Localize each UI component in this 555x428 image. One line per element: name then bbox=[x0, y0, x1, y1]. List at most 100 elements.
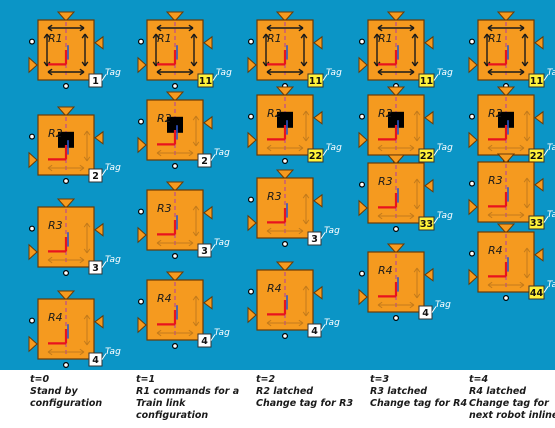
side-dot bbox=[248, 113, 255, 120]
right-arrow bbox=[81, 33, 89, 67]
robot-label: R1 bbox=[488, 32, 503, 45]
bottom-dot bbox=[172, 82, 179, 89]
latch-block bbox=[388, 111, 404, 128]
left-triangle bbox=[358, 131, 368, 149]
bottom-dot bbox=[62, 178, 69, 185]
right-triangle bbox=[424, 110, 434, 125]
top-triangle bbox=[275, 11, 295, 22]
bottom-dot bbox=[503, 295, 510, 302]
caption-line: next robot inline bbox=[469, 410, 555, 421]
left-triangle bbox=[137, 226, 147, 244]
caption-line: Stand by bbox=[30, 386, 78, 397]
tag-number: 22 bbox=[530, 151, 543, 162]
right-arrow bbox=[302, 110, 310, 142]
tag-leader bbox=[101, 261, 107, 268]
right-triangle bbox=[94, 35, 104, 50]
tag-leader bbox=[543, 216, 549, 223]
caption-line: Change tag for bbox=[469, 398, 549, 409]
bottom-dot bbox=[393, 226, 400, 233]
caption-line: Change tag for R3 bbox=[256, 398, 354, 409]
top-arrow bbox=[266, 24, 304, 32]
caption-line: configuration bbox=[30, 398, 103, 409]
bottom-arrow bbox=[47, 164, 85, 172]
tag-label: Tag bbox=[105, 255, 121, 265]
bottom-arrow bbox=[487, 211, 525, 219]
robot-label: R2 bbox=[157, 112, 172, 125]
left-triangle bbox=[468, 198, 478, 216]
left-triangle bbox=[247, 56, 257, 74]
top-triangle bbox=[275, 169, 295, 180]
tag-leader bbox=[320, 232, 326, 239]
tag-number: 11 bbox=[199, 76, 212, 87]
caption-line: R4 latched bbox=[469, 386, 527, 397]
right-arrow bbox=[413, 178, 421, 210]
top-triangle bbox=[56, 11, 76, 22]
robot-r4: R444Tag bbox=[468, 223, 555, 302]
tag-number: 2 bbox=[201, 156, 208, 167]
bottom-arrow bbox=[156, 68, 194, 76]
tag-label: Tag bbox=[324, 318, 340, 328]
tag-label: Tag bbox=[437, 143, 453, 153]
bottom-arrow bbox=[47, 256, 85, 264]
robot-label: R4 bbox=[267, 282, 282, 295]
tag-leader bbox=[101, 74, 107, 81]
tag-number: 33 bbox=[530, 218, 543, 229]
tag-label: Tag bbox=[105, 68, 121, 78]
right-triangle bbox=[203, 295, 213, 310]
tag-number: 3 bbox=[92, 263, 99, 274]
top-triangle bbox=[56, 198, 76, 209]
tag-label: Tag bbox=[547, 68, 555, 78]
side-dot bbox=[469, 113, 476, 120]
tag-number: 3 bbox=[311, 234, 318, 245]
tag-label: Tag bbox=[324, 226, 340, 236]
robot-label: R3 bbox=[48, 219, 63, 232]
tag-label: Tag bbox=[105, 347, 121, 357]
right-triangle bbox=[313, 193, 323, 208]
left-triangle bbox=[247, 131, 257, 149]
bottom-arrow bbox=[266, 319, 304, 327]
tag-leader bbox=[543, 74, 549, 81]
right-triangle bbox=[313, 110, 323, 125]
bottom-arrow bbox=[266, 144, 304, 152]
right-arrow bbox=[523, 177, 531, 209]
bottom-dot bbox=[282, 158, 289, 165]
right-arrow bbox=[302, 285, 310, 317]
right-arrow bbox=[521, 33, 529, 67]
tag-leader bbox=[543, 286, 549, 293]
caption-line: R2 latched bbox=[256, 386, 314, 397]
right-arrow bbox=[83, 314, 91, 346]
robot-label: R3 bbox=[378, 175, 393, 188]
latch-block bbox=[167, 116, 183, 133]
left-triangle bbox=[358, 288, 368, 306]
tag-label: Tag bbox=[214, 328, 230, 338]
top-triangle bbox=[165, 271, 185, 282]
caption-line: R1 commands for a bbox=[136, 386, 240, 397]
bottom-dot bbox=[62, 362, 69, 369]
caption-time: t=2 bbox=[256, 374, 276, 385]
caption-line: R3 latched bbox=[370, 386, 428, 397]
side-dot bbox=[138, 298, 145, 305]
tag-leader bbox=[433, 217, 439, 224]
robot-label: R1 bbox=[267, 32, 282, 45]
top-arrow bbox=[47, 24, 85, 32]
bottom-arrow bbox=[487, 281, 525, 289]
caption-time: t=0 bbox=[30, 374, 50, 385]
left-triangle bbox=[468, 56, 478, 74]
top-triangle bbox=[496, 223, 516, 234]
top-triangle bbox=[496, 86, 516, 97]
tag-label: Tag bbox=[326, 143, 342, 153]
left-triangle bbox=[28, 335, 38, 353]
